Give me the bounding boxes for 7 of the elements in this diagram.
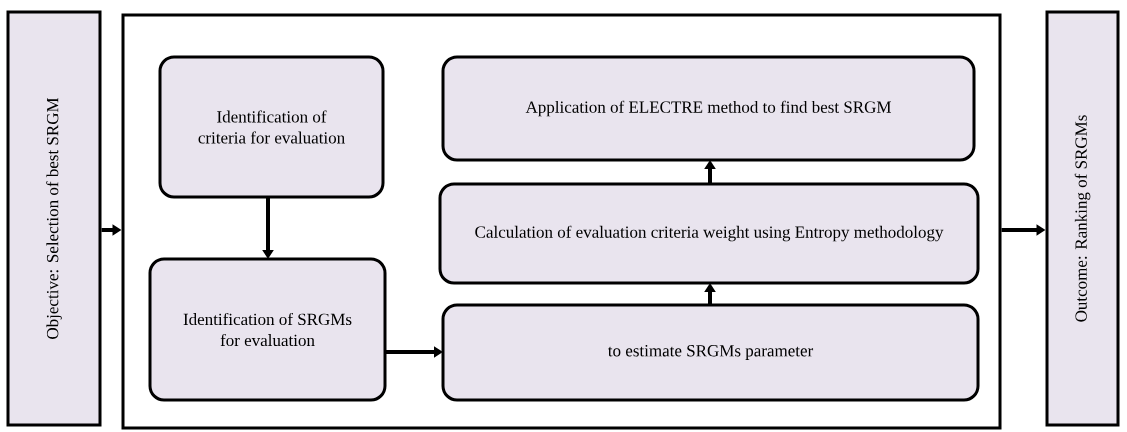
process-box: to estimate SRGMs parameter <box>441 303 980 402</box>
process-box: Application of ELECTRE method to find best SRGM <box>441 55 976 162</box>
process-box: Identification of SRGMs for evaluation <box>148 257 387 402</box>
stage-box: Objective: Selection of best SRGM <box>6 10 102 427</box>
process-box: Calculation of evaluation criteria weight using Entropy methodology <box>438 182 980 285</box>
process-box: Identification of criteria for evaluation <box>158 55 385 199</box>
stage-box: Outcome: Ranking of SRGMs <box>1045 10 1120 427</box>
